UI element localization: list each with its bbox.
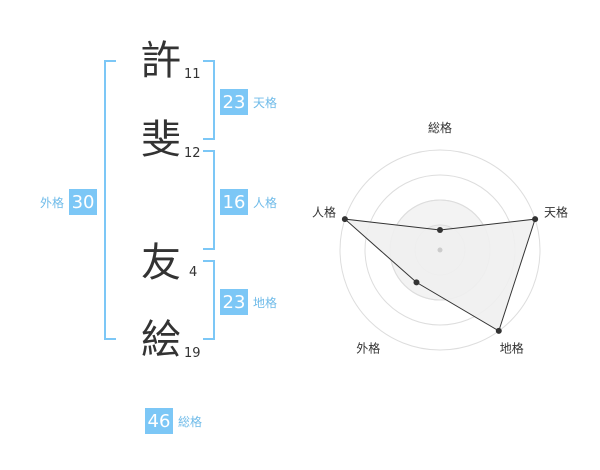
radar-point-2 — [495, 327, 502, 334]
jinkaku-badge: 16 — [220, 189, 248, 215]
gaikaku-badge: 30 — [69, 189, 98, 215]
tenkaku-bracket — [203, 60, 215, 140]
kanji-4: 絵 — [141, 317, 181, 363]
kanji-3-strokes: 4 — [189, 265, 198, 280]
chikaku-label: 地格 — [253, 295, 278, 310]
chikaku-badge: 23 — [220, 289, 248, 315]
jinkaku-bracket — [203, 150, 215, 250]
radar-axis-label-4: 人格 — [312, 204, 336, 219]
chikaku-bracket — [203, 260, 215, 340]
name-characters: 許 11 斐 12 友 4 絵 19 23 天格 16 人格 23 地格 外格 … — [0, 0, 290, 470]
radar-points — [341, 216, 539, 334]
radar-axis-label-3: 外格 — [356, 341, 380, 356]
soukaku-row: 46 総格 — [145, 408, 202, 434]
radar-point-0 — [437, 227, 443, 233]
kanji-4-strokes: 19 — [184, 346, 201, 361]
kanji-1: 許 — [141, 38, 181, 84]
radar-axis-label-2: 地格 — [500, 341, 524, 356]
soukaku-badge: 46 — [145, 408, 173, 434]
tenkaku-row: 23 天格 — [220, 89, 277, 115]
radar-point-4 — [341, 216, 348, 223]
radar-ring-4 — [339, 149, 541, 351]
kanji-3: 友 — [141, 240, 181, 286]
kanji-2: 斐 — [141, 117, 181, 163]
soukaku-label: 総格 — [178, 414, 203, 429]
kanji-2-strokes: 12 — [184, 146, 201, 161]
tenkaku-label: 天格 — [253, 95, 278, 110]
jinkaku-row: 16 人格 — [220, 189, 277, 215]
radar-axis-label-1: 天格 — [544, 204, 568, 219]
chikaku-row: 23 地格 — [220, 289, 277, 315]
gaikaku-bracket — [104, 60, 116, 340]
radar-axis-label-0: 総格 — [428, 120, 452, 135]
radar-polygon — [343, 218, 536, 332]
tenkaku-badge: 23 — [220, 89, 248, 115]
jinkaku-label: 人格 — [253, 195, 278, 210]
kanji-1-strokes: 11 — [184, 67, 201, 82]
radar-point-3 — [413, 279, 420, 286]
gaikaku-label: 外格 — [40, 195, 65, 210]
radar-center-point — [437, 247, 443, 253]
gaikaku-row: 外格 30 — [40, 189, 98, 215]
radar-point-1 — [532, 216, 539, 223]
